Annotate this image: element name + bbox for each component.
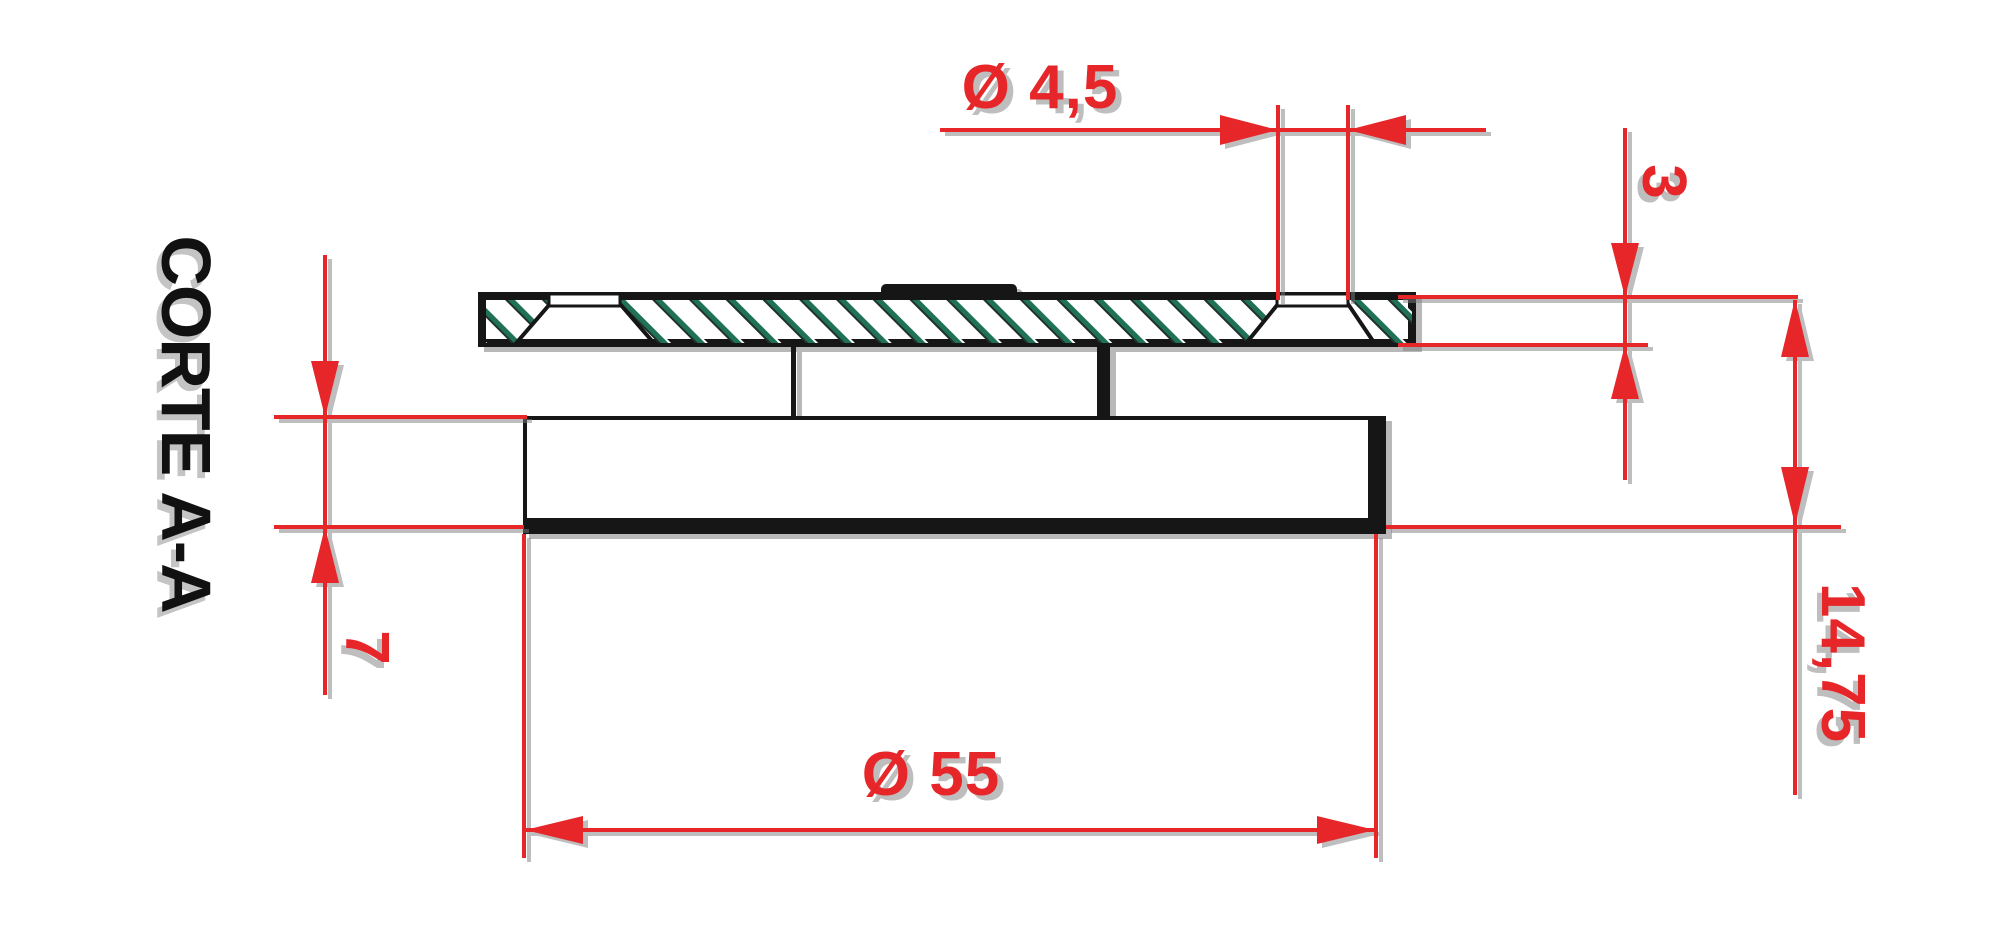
dim-label-total-height: 14,75 xyxy=(1808,582,1877,744)
dim-base-ext-bottom xyxy=(274,525,524,529)
dim-total-arrow-down xyxy=(1781,467,1809,525)
dim-diameter-ext-right xyxy=(1374,534,1378,858)
dim-thickness-arrow-up xyxy=(1611,345,1639,399)
hole-slot-right xyxy=(1275,292,1350,308)
dim-hole-ext-left xyxy=(1276,105,1280,300)
dim-label-plate-thickness: 3 xyxy=(1629,164,1698,200)
dim-hole-line xyxy=(940,128,1486,132)
dim-hole-arrow-left xyxy=(1348,115,1406,145)
dim-thickness-arrow-down xyxy=(1611,243,1639,297)
dim-thickness-line xyxy=(1623,128,1627,480)
connector-leg-thick xyxy=(1097,343,1110,419)
dim-base-ext-top xyxy=(274,415,527,419)
base-body-face xyxy=(527,420,1372,520)
dim-total-ext-bottom xyxy=(1386,525,1841,529)
section-view-label: CORTE A-A xyxy=(147,235,225,613)
dim-thickness-ext-bottom xyxy=(1398,343,1648,347)
dim-label-base-diameter: Ø 55 xyxy=(861,740,1001,809)
top-tab xyxy=(881,284,1017,297)
dim-diameter-line xyxy=(525,828,1375,832)
dim-total-arrow-up xyxy=(1781,299,1809,357)
base-bottom-edge xyxy=(523,518,1386,534)
dim-diameter-ext-left xyxy=(522,534,526,858)
dim-base-arrow-down xyxy=(311,361,339,417)
dim-diameter-arrow-left xyxy=(525,816,583,844)
dim-hole-ext-right xyxy=(1346,105,1350,300)
part-geometry xyxy=(478,284,1416,534)
base-right-edge xyxy=(1368,416,1386,534)
dim-label-base-height: 7 xyxy=(332,630,401,666)
dim-base-line xyxy=(323,255,327,695)
dim-hole-arrow-right xyxy=(1220,115,1278,145)
dim-thickness-ext-top xyxy=(1398,295,1798,299)
base-top-edge xyxy=(523,416,1386,420)
connector-leg-thin xyxy=(791,343,796,419)
dimension-graphics xyxy=(274,105,1841,858)
base-left-edge xyxy=(523,416,527,534)
hole-slot-left xyxy=(547,292,622,308)
dim-label-hole-diameter: Ø 4,5 xyxy=(961,53,1119,122)
dim-base-arrow-up xyxy=(311,527,339,583)
dim-total-line xyxy=(1793,300,1797,795)
dim-diameter-arrow-right xyxy=(1317,816,1375,844)
